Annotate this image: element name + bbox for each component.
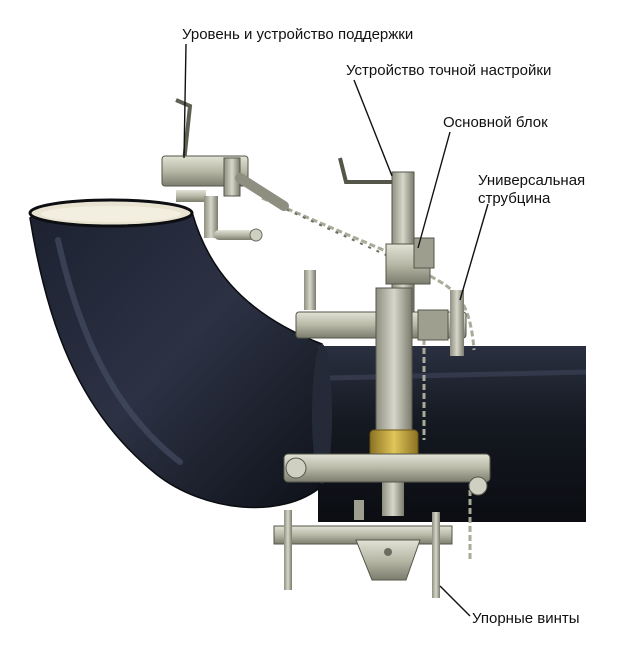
stop-screws-assembly (273, 510, 453, 598)
leader-universal-clamp (459, 203, 489, 301)
level-support-device (161, 98, 289, 242)
label-fine-adjust: Устройство точной настройки (346, 62, 552, 79)
label-universal-clamp-line2: струбцина (478, 190, 551, 207)
label-stop-screws: Упорные винты (472, 610, 580, 627)
leader-main-block (417, 131, 451, 249)
lower-clamp-bar (283, 453, 491, 520)
leader-lines (183, 43, 489, 617)
label-level-support: Уровень и устройство поддержки (182, 26, 414, 43)
straight-pipe (312, 344, 587, 522)
leader-fine-adjust (353, 79, 393, 177)
main-block (338, 157, 435, 323)
label-main-block: Основной блок (443, 114, 548, 131)
label-universal-clamp-line1: Универсальная (478, 172, 586, 189)
elbow-pipe (28, 198, 323, 509)
label-universal-clamp: Универсальная струбцина (478, 172, 585, 208)
universal-clamp (369, 287, 419, 516)
leader-stop-screws (439, 585, 471, 617)
leader-level (183, 43, 187, 159)
